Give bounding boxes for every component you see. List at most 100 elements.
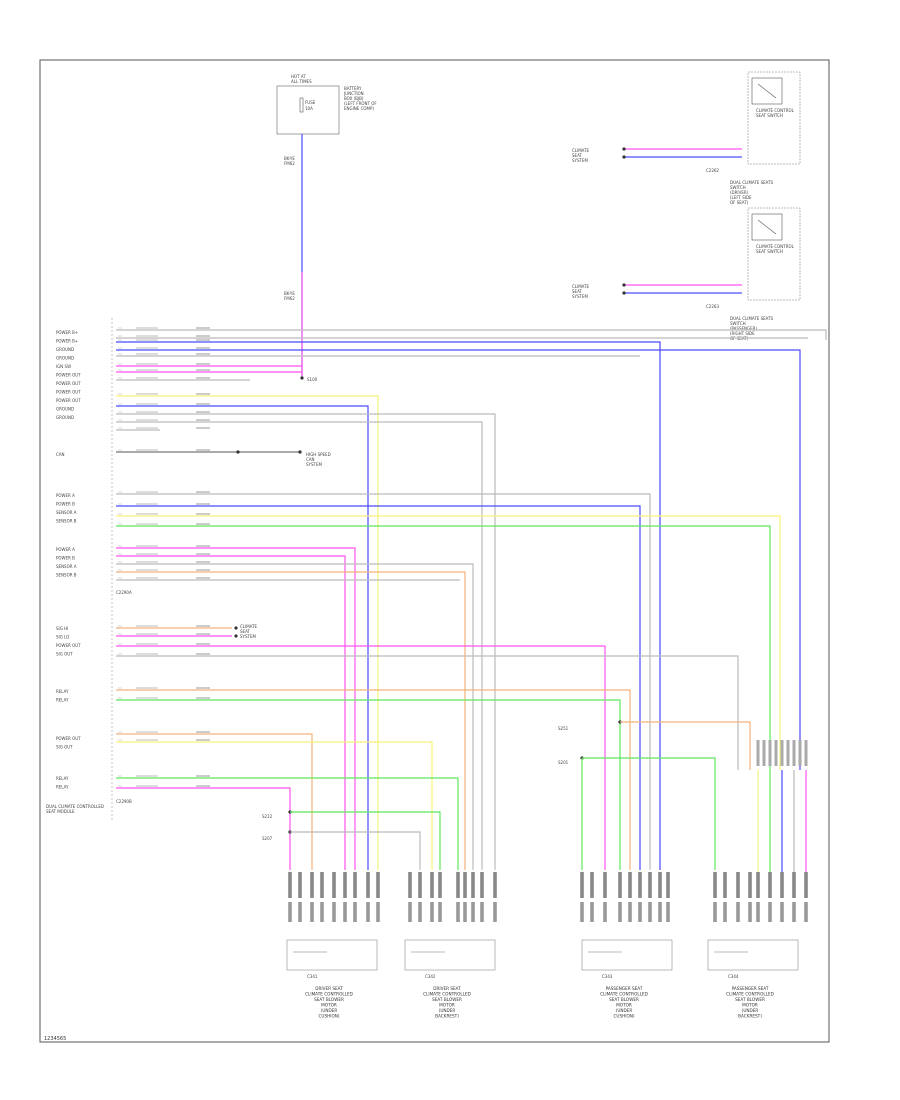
switch-dot-b-1 (622, 291, 626, 295)
can-system-label: CAN (306, 457, 315, 462)
module-wire-31 (116, 777, 459, 870)
fuse-box-location: BOX (BJB) (344, 96, 364, 101)
switch-caption-0: OF SEAT) (730, 200, 749, 205)
module-pin-3-0 (713, 872, 717, 898)
module-pin-lower-1-0 (408, 902, 412, 922)
module-pin-lower-3-1 (723, 902, 727, 922)
module-pin-lower-0-1 (298, 902, 302, 922)
circuit-code-32 (196, 785, 210, 787)
circuit-code-21 (196, 569, 210, 571)
module-connector-b: C2290B (116, 799, 132, 804)
switch-label-1: CLIMATE CONTROL (756, 244, 795, 249)
module-wire-21 (116, 571, 466, 870)
fuse-icon (299, 97, 304, 113)
module-name-1: MOTOR (439, 1003, 455, 1008)
module-name-1: DRIVER SEAT (433, 986, 461, 991)
module-pin-lower-1-1 (418, 902, 422, 922)
module-connector-0: C341 (307, 974, 318, 979)
can-system-label: HIGH SPEED (306, 452, 331, 457)
switch-caption-1: SWITCH (730, 321, 746, 326)
circuit-code-29 (196, 731, 210, 733)
module-name-2: SEAT BLOWER (609, 997, 639, 1002)
switch-caption-0: DUAL CLIMATE SEATS (730, 180, 774, 185)
switch-dot-a-0 (622, 147, 626, 151)
splice-s207-label: S207 (262, 836, 273, 841)
module-wire-2 (116, 341, 661, 870)
pin-label-group5: SIG OUT (56, 652, 73, 657)
pin-label-group7: SIG OUT (56, 745, 73, 750)
module-name-2: PASSENGER SEAT (606, 986, 643, 991)
module-pin-2-1 (590, 872, 594, 898)
wire-color-code-14 (136, 491, 158, 493)
pin-label-group3: POWER B (56, 502, 75, 507)
module-pin-lower-3-7 (792, 902, 796, 922)
module-name-2: CUSHION) (613, 1014, 634, 1019)
wire-color-code-22 (136, 577, 158, 579)
pin-label-group3: SENSOR B (56, 519, 77, 524)
module-name-0: (UNDER (321, 1008, 338, 1013)
module-pin-1-3 (438, 872, 442, 898)
fuse-box-location: JUNCTION (343, 91, 364, 96)
circuit-code-14 (196, 491, 210, 493)
module-pin-lower-0-0 (288, 902, 292, 922)
wire-color-code-15 (136, 503, 158, 505)
module-wire-18 (116, 547, 356, 870)
module-wire-20 (116, 563, 474, 870)
right-connector-stub-0 (756, 740, 760, 766)
module-name-0: DRIVER SEAT (315, 986, 343, 991)
module-pin-lower-1-7 (480, 902, 484, 922)
circuit-code-17 (196, 523, 210, 525)
switch-system-label-1: SYSTEM (572, 294, 588, 299)
circuit-code-9 (196, 403, 210, 405)
footer-code: 1234565 (44, 1036, 66, 1042)
module-pin-2-4 (628, 872, 632, 898)
module-name-3: (UNDER (742, 1008, 759, 1013)
module-pin-1-0 (408, 872, 412, 898)
module-pin-1-4 (456, 872, 460, 898)
module-pin-lower-1-4 (456, 902, 460, 922)
module-name-0: SEAT BLOWER (314, 997, 344, 1002)
pin-label-group1: POWER B+ (56, 339, 78, 344)
module-pin-lower-2-7 (658, 902, 662, 922)
module-pin-0-3 (320, 872, 324, 898)
pin-label-group7: POWER OUT (56, 736, 81, 741)
module-name-3: PASSENGER SEAT (732, 986, 769, 991)
wire-color-code-11 (136, 419, 158, 421)
pin-label-group1: POWER OUT (56, 390, 81, 395)
wire-color-code-1 (136, 335, 158, 337)
module-pin-lower-3-3 (748, 902, 752, 922)
module-pin-2-2 (603, 872, 607, 898)
wire-color-code-10 (136, 411, 158, 413)
module-name-3: BACKREST) (738, 1014, 762, 1019)
module-body-3 (707, 939, 799, 971)
module-connector-a: C2290A (116, 590, 132, 595)
sig-system-label: SEAT (240, 629, 250, 634)
wire-color-code-4 (136, 353, 158, 355)
pin-label-relay1: RELAY (56, 689, 69, 694)
right-connector-stub-8 (804, 740, 808, 766)
module-wire-28 (116, 699, 621, 870)
wire-color-code-26 (136, 653, 158, 655)
wire-color-code-13 (136, 449, 158, 451)
wire-color-code-9 (136, 403, 158, 405)
module-wire-0 (116, 329, 827, 340)
module-connector-3: C344 (728, 974, 739, 979)
switch-label-0: CLIMATE CONTROL (756, 108, 795, 113)
module-pin-0-0 (288, 872, 292, 898)
pin-label-group5: SIG LO (56, 635, 69, 640)
pin-label-group4: SENSOR A (56, 564, 77, 569)
module-pin-lower-3-5 (768, 902, 772, 922)
pin-label-group4: POWER A (56, 547, 75, 552)
switch-contact-1 (757, 219, 777, 235)
module-connector-1: C342 (425, 974, 436, 979)
pin-label-group1: IGN SW (56, 364, 71, 369)
wire-color-code-18 (136, 545, 158, 547)
wire-color-code-3 (136, 347, 158, 349)
pin-label-group1: GROUND (56, 407, 74, 412)
circuit-code-8 (196, 393, 210, 395)
pin-label-group1: POWER OUT (56, 381, 81, 386)
fuse-label: FUSE (305, 100, 316, 105)
circuit-code-10 (196, 411, 210, 413)
splice-s251-label: S251 (558, 726, 569, 731)
switch-system-label-1: CLIMATE (572, 284, 590, 289)
